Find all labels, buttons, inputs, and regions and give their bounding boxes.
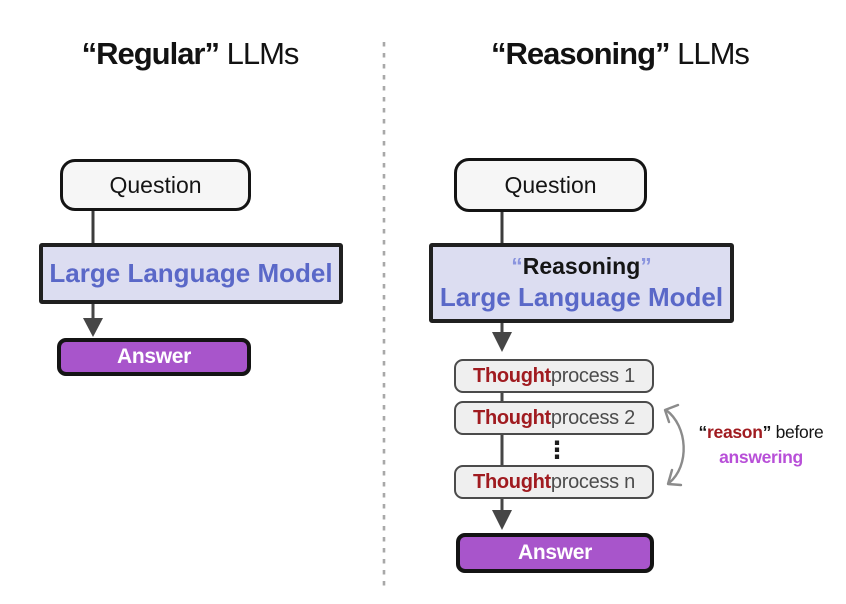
model-box-right: “Reasoning” Large Language Model <box>429 243 734 323</box>
right-title-rest: LLMs <box>669 36 750 71</box>
question-box-left: Question <box>60 159 251 211</box>
right-panel-title: “Reasoning” LLMs <box>450 36 790 72</box>
annotation-answering-word: answering <box>719 446 803 467</box>
vertical-ellipsis: ⋮ <box>545 437 569 464</box>
annotation-note: “reason” before answering <box>688 420 834 469</box>
thought-rest: process 1 <box>550 364 635 387</box>
model-box-left: Large Language Model <box>39 243 343 304</box>
answer-box-right: Answer <box>456 533 654 573</box>
question-label-right: Question <box>504 171 597 198</box>
arrow-thoughtn-to-answer <box>492 498 512 530</box>
reasoning-model-line1: “Reasoning” <box>511 252 652 281</box>
thought-word: Thought <box>473 406 551 429</box>
thought-word: Thought <box>473 364 551 387</box>
annotation-before-word: before <box>771 422 824 442</box>
question-label-left: Question <box>109 171 202 198</box>
left-title-quoted: “Regular” <box>81 36 220 71</box>
answer-label-right: Answer <box>517 541 593 564</box>
arrow-model-to-answer-left <box>83 303 103 337</box>
annotation-close-quote: ” <box>762 422 772 442</box>
left-title-rest: LLMs <box>219 36 300 71</box>
annotation-open-quote: “ <box>698 422 708 442</box>
thought-process-box-1: Thought process 1 <box>454 359 654 393</box>
arrow-model-to-thought1 <box>492 322 512 352</box>
model-label-left: Large Language Model <box>49 258 333 288</box>
close-quote: ” <box>640 253 652 280</box>
answer-label-left: Answer <box>116 345 192 368</box>
open-quote: “ <box>511 253 523 280</box>
thought-word: Thought <box>473 470 551 493</box>
thought-process-box-2: Thought process 2 <box>454 401 654 435</box>
question-box-right: Question <box>454 158 647 212</box>
reasoning-model-line2: Large Language Model <box>439 282 724 313</box>
annotation-reason-word: reason <box>707 422 763 442</box>
curved-double-arrow <box>663 403 685 487</box>
thought-process-box-n: Thought process n <box>454 465 654 499</box>
right-title-quoted: “Reasoning” <box>491 36 670 71</box>
thought-rest: process n <box>550 470 635 493</box>
reasoning-word: Reasoning <box>522 253 641 280</box>
answer-box-left: Answer <box>57 338 251 376</box>
left-panel-title: “Regular” LLMs <box>30 36 350 72</box>
thought-rest: process 2 <box>550 406 635 429</box>
